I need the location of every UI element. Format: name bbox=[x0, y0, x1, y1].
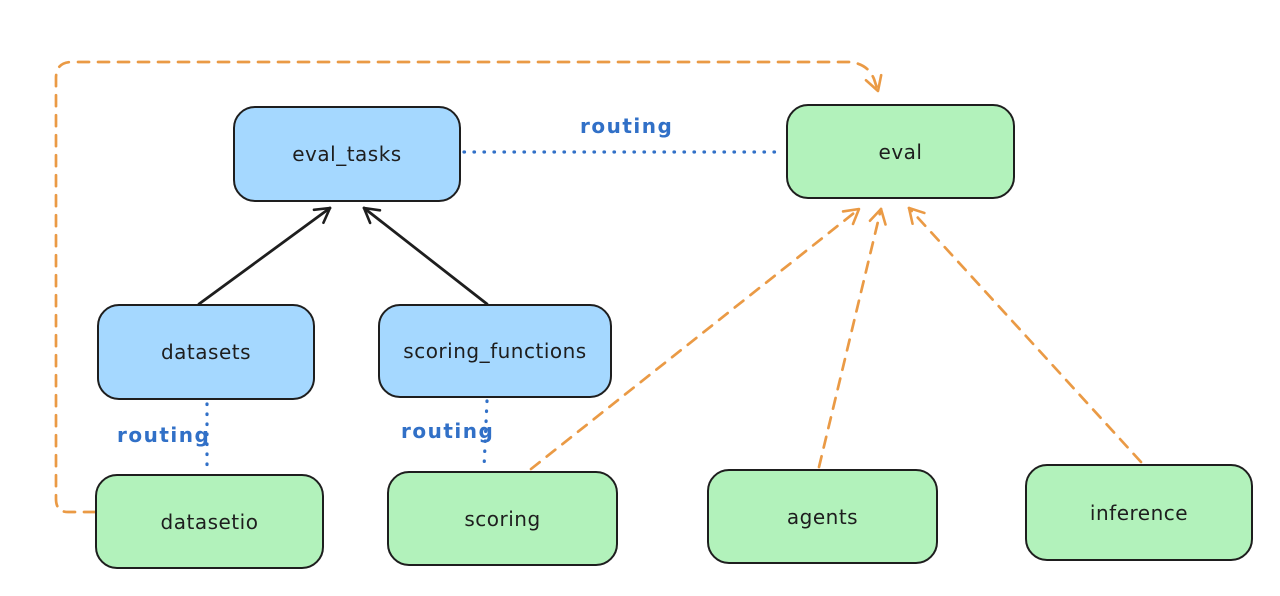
node-agents: agents bbox=[707, 469, 938, 564]
edge-scoring-functions-to-eval-tasks bbox=[362, 206, 489, 306]
node-inference-label: inference bbox=[1089, 500, 1189, 525]
node-scoring-label: scoring bbox=[464, 506, 541, 531]
node-agents-label: agents bbox=[786, 504, 859, 529]
node-datasets-label: datasets bbox=[160, 340, 252, 364]
node-inference: inference bbox=[1025, 464, 1253, 561]
edge-agents-to-eval bbox=[817, 207, 887, 469]
node-eval: eval bbox=[786, 104, 1015, 199]
node-datasetio: datasetio bbox=[95, 474, 324, 569]
node-eval-tasks-label: eval_tasks bbox=[292, 142, 402, 166]
node-eval-label: eval bbox=[878, 139, 923, 164]
edge-inference-to-eval bbox=[907, 206, 1143, 464]
edge-datasetio-to-eval bbox=[54, 60, 883, 514]
node-datasets: datasets bbox=[97, 304, 315, 400]
edge-scoring-to-eval bbox=[529, 207, 861, 471]
node-eval-tasks: eval_tasks bbox=[233, 106, 461, 202]
node-scoring: scoring bbox=[387, 471, 618, 566]
node-scoring-functions: scoring_functions bbox=[378, 304, 612, 398]
edge-label-routing-middle: routing bbox=[401, 419, 495, 443]
edge-datasets-to-eval-tasks bbox=[197, 206, 332, 306]
node-datasetio-label: datasetio bbox=[160, 509, 259, 534]
node-scoring-functions-label: scoring_functions bbox=[403, 339, 587, 363]
edge-label-routing-top: routing bbox=[580, 114, 674, 138]
edge-label-routing-left: routing bbox=[117, 423, 211, 447]
edge-scoring-functions-to-scoring-routing bbox=[482, 399, 489, 470]
